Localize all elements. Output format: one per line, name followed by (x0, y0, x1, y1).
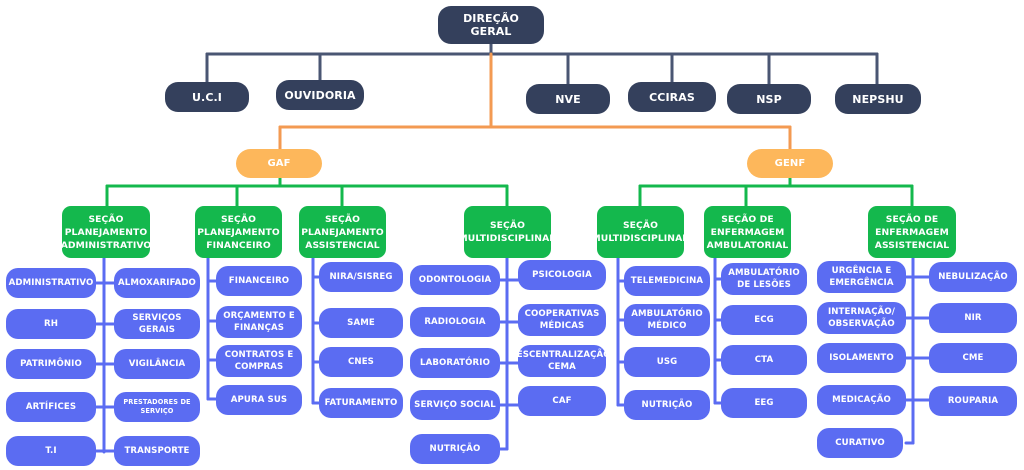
artifices-node: ARTÍFICES (6, 392, 96, 422)
laboratorio-node: LABORATÓRIO (410, 348, 500, 378)
secao-multidisciplinar-genf-node: SEÇÃO MULTIDISCIPLINAR (592, 206, 689, 258)
odontologia-node: ODONTOLOGIA (410, 265, 500, 295)
transporte-node: TRANSPORTE (114, 436, 200, 466)
secao-enfermagem-ambulatorial-node: SEÇÃO DE ENFERMAGEM AMBULATORIAL (704, 206, 791, 258)
genf-node: GENF (747, 149, 833, 178)
secao-planejamento-assistencial-node: SEÇÃO PLANEJAMENTO ASSISTENCIAL (299, 206, 386, 258)
psicologia-node: PSICOLOGIA (518, 260, 606, 290)
cme-node: CME (929, 343, 1017, 373)
cnes-node: CNES (319, 347, 403, 377)
gaf-node: GAF (236, 149, 322, 178)
ambulatorio-de-lesoes-node: AMBULATÓRIO DE LESÕES (721, 263, 807, 295)
direcao-geral-node: DIREÇÃO GERAL (438, 6, 544, 44)
same-node: SAME (319, 308, 403, 338)
rouparia-node: ROUPARIA (929, 386, 1017, 416)
nir-node: NIR (929, 303, 1017, 333)
cooperativas-medicas-node: COOPERATIVAS MÉDICAS (518, 304, 606, 336)
administrativo-node: ADMINISTRATIVO (6, 268, 96, 298)
usg-node: USG (624, 347, 710, 377)
vigilancia-node: VIGILÂNCIA (114, 349, 200, 379)
faturamento-node: FATURAMENTO (319, 388, 403, 418)
orcamento-e-financas-node: ORÇAMENTO E FINANÇAS (216, 306, 302, 338)
contratos-e-compras-node: CONTRATOS E COMPRAS (216, 345, 302, 377)
telemedicina-node: TELEMEDICINA (624, 266, 710, 296)
cta-node: CTA (721, 345, 807, 375)
caf-node: CAF (518, 386, 606, 416)
financeiro-node: FINANCEIRO (216, 266, 302, 296)
nutricao-gaf-node: NUTRIÇÃO (410, 434, 500, 464)
nebulizacao-node: NEBULIZAÇÃO (929, 262, 1017, 292)
uci-node: U.C.I (165, 82, 249, 112)
descentralizacao-cema-node: DESCENTRALIZAÇÃO-CEMA (510, 345, 614, 377)
almoxarifado-node: ALMOXARIFADO (114, 268, 200, 298)
rh-node: RH (6, 309, 96, 339)
nira-sisreg-node: NIRA/SISREG (319, 262, 403, 292)
nepshu-node: NEPSHU (835, 84, 921, 114)
radiologia-node: RADIOLOGIA (410, 307, 500, 337)
secao-planejamento-financeiro-node: SEÇÃO PLANEJAMENTO FINANCEIRO (195, 206, 282, 258)
ouvidoria-node: OUVIDORIA (276, 80, 364, 110)
nve-node: NVE (526, 84, 610, 114)
ti-node: T.I (6, 436, 96, 466)
isolamento-node: ISOLAMENTO (817, 343, 906, 373)
eeg-node: EEG (721, 388, 807, 418)
servicos-gerais-node: SERVIÇOS GERAIS (114, 309, 200, 339)
prestadores-de-servico-node: PRESTADORES DE SERVIÇO (114, 392, 200, 422)
secao-enfermagem-assistencial-node: SEÇÃO DE ENFERMAGEM ASSISTENCIAL (868, 206, 956, 258)
nutricao-genf-node: NUTRIÇÃO (624, 390, 710, 420)
ecg-node: ECG (721, 305, 807, 335)
urgencia-e-emergencia-node: URGÊNCIA E EMERGÊNCIA (817, 261, 906, 293)
apura-sus-node: APURA SUS (216, 385, 302, 415)
servico-social-node: SERVIÇO SOCIAL (410, 390, 500, 420)
internacao-observacao-node: INTERNAÇÃO/ OBSERVAÇÃO (817, 302, 906, 334)
patrimonio-node: PATRIMÔNIO (6, 349, 96, 379)
secao-planejamento-administrativo-node: SEÇÃO PLANEJAMENTO ADMINISTRATIVO (61, 206, 151, 258)
ambulatorio-medico-node: AMBULATÓRIO MÉDICO (624, 304, 710, 336)
medicacao-node: MEDICAÇÃO (817, 385, 906, 415)
secao-multidisciplinar-gaf-node: SEÇÃO MULTIDISCIPLINAR (459, 206, 556, 258)
cciras-node: CCIRAS (628, 82, 716, 112)
curativo-node: CURATIVO (817, 428, 903, 458)
nsp-node: NSP (727, 84, 811, 114)
